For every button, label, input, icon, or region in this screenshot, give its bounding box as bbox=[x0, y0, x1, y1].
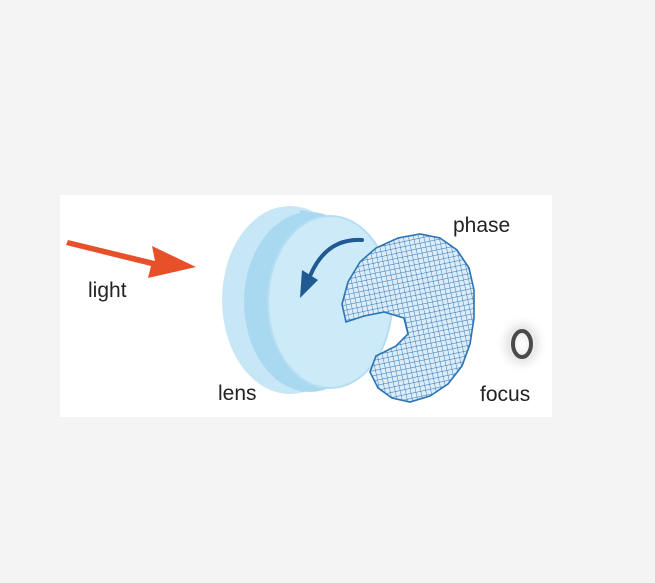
label-focus: focus bbox=[480, 383, 531, 406]
label-phase: phase bbox=[453, 214, 511, 237]
focus-ring bbox=[496, 314, 548, 374]
lens-disk bbox=[222, 206, 393, 394]
label-lens: lens bbox=[218, 382, 257, 405]
label-light: light bbox=[88, 279, 127, 302]
rotation-arrow-icon bbox=[300, 237, 364, 298]
light-arrow-icon bbox=[66, 240, 196, 278]
